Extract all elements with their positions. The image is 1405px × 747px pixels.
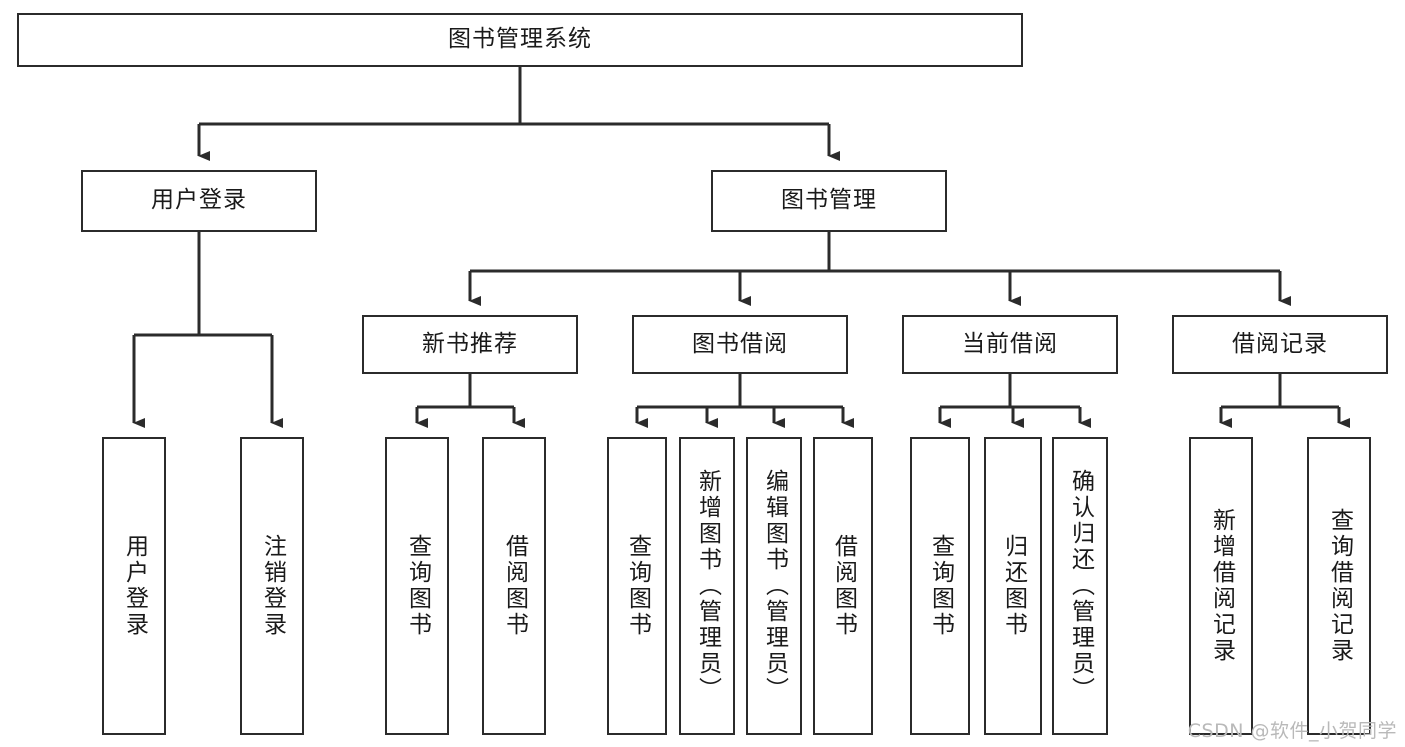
node-leaf-query-borrow-record[interactable]: 查询借阅记录 <box>1307 437 1371 735</box>
node-leaf-query-book-borrow[interactable]: 查询图书 <box>607 437 667 735</box>
node-leaf-logout-login[interactable]: 注销登录 <box>240 437 304 735</box>
node-label: 借阅图书 <box>501 534 528 638</box>
node-root-system[interactable]: 图书管理系统 <box>17 13 1023 67</box>
node-label: 新书推荐 <box>422 330 518 357</box>
node-borrow-record[interactable]: 借阅记录 <box>1172 315 1388 374</box>
watermark-text: CSDN @软件_小贺同学 <box>1187 720 1397 742</box>
node-leaf-borrow-book[interactable]: 借阅图书 <box>813 437 873 735</box>
node-leaf-add-book-admin[interactable]: 新增图书（管理员） <box>679 437 735 735</box>
node-label: 新增借阅记录 <box>1208 508 1235 664</box>
node-book-borrow[interactable]: 图书借阅 <box>632 315 848 374</box>
node-leaf-edit-book-admin[interactable]: 编辑图书（管理员） <box>746 437 802 735</box>
node-leaf-add-borrow-record[interactable]: 新增借阅记录 <box>1189 437 1253 735</box>
node-leaf-user-login[interactable]: 用户登录 <box>102 437 166 735</box>
node-label: 注销登录 <box>259 534 286 638</box>
node-label: 查询图书 <box>624 534 651 638</box>
node-leaf-borrow-book-rec[interactable]: 借阅图书 <box>482 437 546 735</box>
node-label: 借阅图书 <box>830 534 857 638</box>
node-label: 编辑图书（管理员） <box>761 469 788 703</box>
node-label: 图书借阅 <box>692 330 788 357</box>
node-book-manage[interactable]: 图书管理 <box>711 170 947 232</box>
node-label: 确认归还（管理员） <box>1067 469 1094 703</box>
node-leaf-return-book[interactable]: 归还图书 <box>984 437 1042 735</box>
node-label: 查询图书 <box>404 534 431 638</box>
node-label: 归还图书 <box>1000 534 1027 638</box>
node-leaf-query-book-rec[interactable]: 查询图书 <box>385 437 449 735</box>
node-label: 查询图书 <box>927 534 954 638</box>
node-label: 查询借阅记录 <box>1326 508 1353 664</box>
node-label: 图书管理 <box>781 187 877 214</box>
node-label: 图书管理系统 <box>448 26 592 53</box>
node-user-login[interactable]: 用户登录 <box>81 170 317 232</box>
node-label: 当前借阅 <box>962 330 1058 357</box>
node-label: 借阅记录 <box>1232 330 1328 357</box>
node-leaf-confirm-return-admin[interactable]: 确认归还（管理员） <box>1052 437 1108 735</box>
node-current-borrow[interactable]: 当前借阅 <box>902 315 1118 374</box>
node-label: 新增图书（管理员） <box>694 469 721 703</box>
node-leaf-query-book-current[interactable]: 查询图书 <box>910 437 970 735</box>
node-new-book-recommend[interactable]: 新书推荐 <box>362 315 578 374</box>
node-label: 用户登录 <box>151 187 247 214</box>
node-label: 用户登录 <box>121 534 148 638</box>
